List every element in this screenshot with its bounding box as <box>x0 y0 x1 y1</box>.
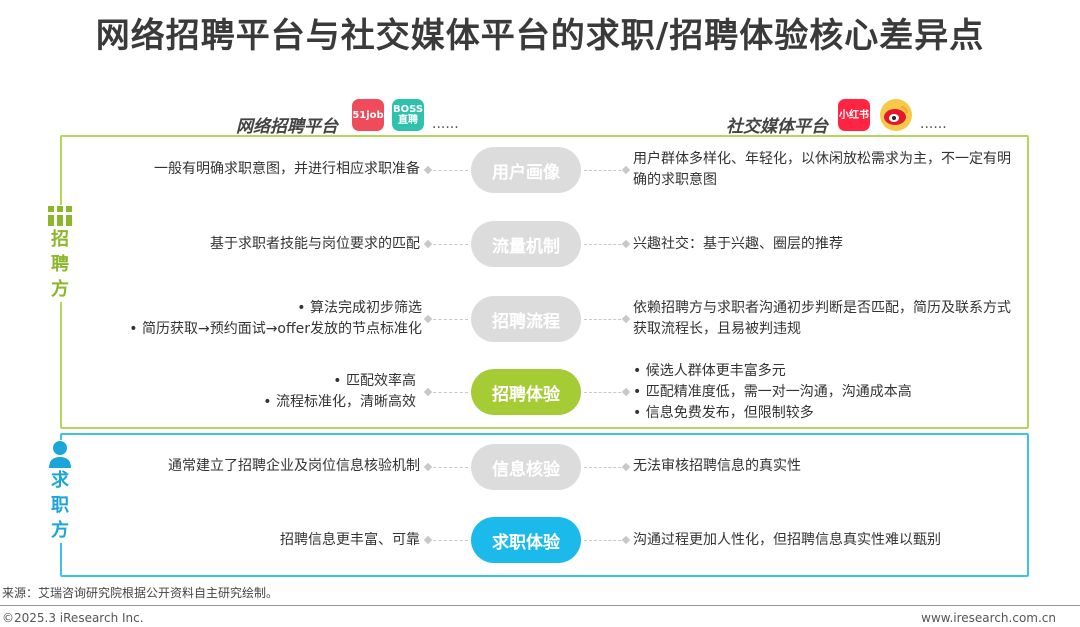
recruiter-side-label: 招 聘 方 <box>46 205 74 302</box>
more-platforms-right: ...... <box>920 116 947 132</box>
row-label-job-seeking-experience: 求职体验 <box>471 517 581 563</box>
connector-left <box>428 392 468 393</box>
connector-right <box>584 244 626 245</box>
connector-left <box>428 319 468 320</box>
source-note: 来源：艾瑞咨询研究院根据公开资料自主研究绘制。 <box>2 586 279 600</box>
connector-left <box>428 170 468 171</box>
connector-left <box>428 467 468 468</box>
xiaohongshu-icon: 小红书 <box>838 99 870 131</box>
row-4-right-text: 无法审核招聘信息的真实性 <box>633 458 801 474</box>
connector-right <box>584 392 626 393</box>
column-header-online-recruitment: 网络招聘平台 <box>236 117 338 137</box>
page-title: 网络招聘平台与社交媒体平台的求职/招聘体验核心差异点 <box>95 16 985 56</box>
seeker-side-label: 求 职 方 <box>46 440 74 543</box>
recruiter-icon <box>48 206 72 226</box>
row-label-user-profile: 用户画像 <box>471 147 581 193</box>
row-2-right-text: 依赖招聘方与求职者沟通初步判断是否匹配，简历及联系方式获取流程长，且易被判违规 <box>633 300 1011 337</box>
connector-left <box>428 540 468 541</box>
row-label-traffic-mechanism: 流量机制 <box>471 221 581 267</box>
row-label-recruitment-experience: 招聘体验 <box>471 369 581 415</box>
connector-left <box>428 244 468 245</box>
row-5-right-text: 沟通过程更加人性化，但招聘信息真实性难以甄别 <box>633 532 941 548</box>
row-3-left-text: • 匹配效率高 • 流程标准化，清晰高效 <box>263 373 416 410</box>
row-label-recruitment-process: 招聘流程 <box>471 296 581 342</box>
seeker-icon <box>49 441 71 468</box>
51job-icon: 51job <box>352 99 384 131</box>
website-link[interactable]: www.iresearch.com.cn <box>921 611 1056 625</box>
row-1-left-text: 基于求职者技能与岗位要求的匹配 <box>210 236 420 252</box>
row-5-left-text: 招聘信息更丰富、可靠 <box>280 532 420 548</box>
row-3-right-text: • 候选人群体更丰富多元 • 匹配精准度低，需一对一沟通，沟通成本高 • 信息免… <box>633 363 912 421</box>
weibo-icon <box>880 99 912 131</box>
copyright: ©2025.3 iResearch Inc. <box>2 611 144 625</box>
row-4-left-text: 通常建立了招聘企业及岗位信息核验机制 <box>168 458 420 474</box>
connector-right <box>584 319 626 320</box>
row-label-info-verification: 信息核验 <box>471 444 581 490</box>
footer-divider <box>0 605 1080 606</box>
connector-right <box>584 540 626 541</box>
boss-zhipin-icon: BOSS直聘 <box>392 99 424 131</box>
column-header-social-media: 社交媒体平台 <box>726 117 828 137</box>
row-2-left-text: • 算法完成初步筛选 • 简历获取→预约面试→offer发放的节点标准化 <box>129 300 422 337</box>
connector-right <box>584 467 626 468</box>
row-0-left-text: 一般有明确求职意图，并进行相应求职准备 <box>154 161 420 177</box>
connector-right <box>584 170 626 171</box>
row-0-right-text: 用户群体多样化、年轻化，以休闲放松需求为主，不一定有明确的求职意图 <box>633 151 1011 188</box>
row-1-right-text: 兴趣社交：基于兴趣、圈层的推荐 <box>633 236 843 252</box>
more-platforms-left: ...... <box>432 116 459 132</box>
